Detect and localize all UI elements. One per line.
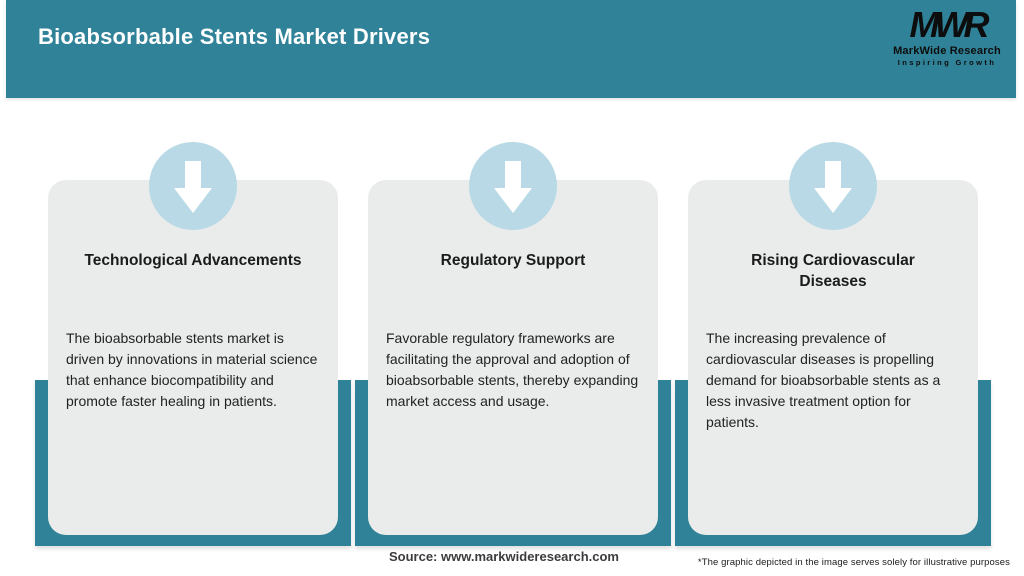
circle-badge <box>789 142 877 230</box>
card-body: Favorable regulatory frameworks are faci… <box>386 330 639 409</box>
driver-card-technological-advancements: Technological Advancements The bioabsorb… <box>48 180 338 535</box>
logo-acronym: MWR <box>909 4 990 45</box>
card-body: The bioabsorbable stents market is drive… <box>66 330 318 409</box>
driver-card-regulatory-support: Regulatory Support Favorable regulatory … <box>368 180 658 535</box>
source-text: Source: www.markwideresearch.com <box>388 549 619 564</box>
down-arrow-icon <box>814 155 852 217</box>
header-banner: Bioabsorbable Stents Market Drivers MWR … <box>6 0 1016 98</box>
card-title: Rising Cardiovascular Diseases <box>751 252 915 290</box>
card-title: Regulatory Support <box>440 252 586 269</box>
disclaimer-text: *The graphic depicted in the image serve… <box>697 557 1010 568</box>
logo-tagline: Inspiring Growth <box>897 58 997 67</box>
down-arrow-icon <box>174 155 212 217</box>
card-title: Technological Advancements <box>84 252 302 269</box>
circle-badge <box>469 142 557 230</box>
logo-company-name: MarkWide Research <box>893 45 1001 57</box>
markwide-research-logo: MWR MarkWide Research Inspiring Growth <box>892 4 1002 68</box>
page-title: Bioabsorbable Stents Market Drivers <box>38 24 431 49</box>
driver-card-rising-cardiovascular-diseases: Rising Cardiovascular Diseases The incre… <box>688 180 978 535</box>
card-body: The increasing prevalence of cardiovascu… <box>706 330 941 430</box>
circle-badge <box>149 142 237 230</box>
down-arrow-icon <box>494 155 532 217</box>
